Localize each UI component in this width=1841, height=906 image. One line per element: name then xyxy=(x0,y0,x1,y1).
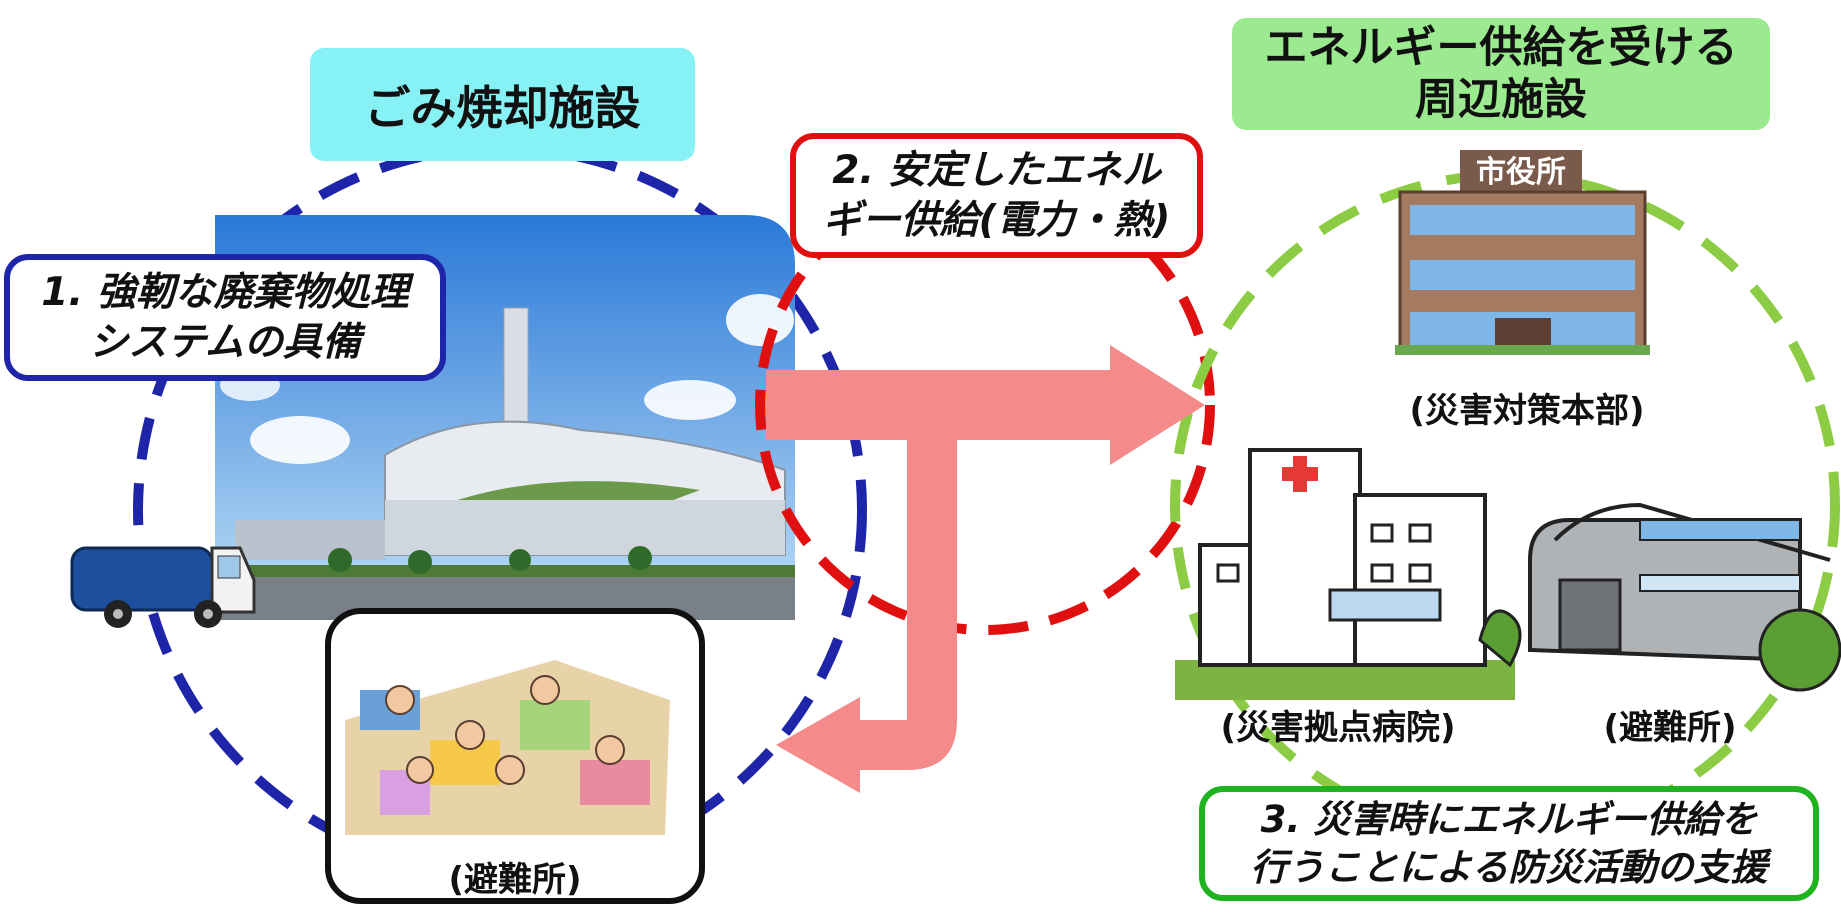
point-3-label: 3. 災害時にエネルギー供給を 行うことによる防災活動の支援 xyxy=(1199,786,1819,901)
shelter-right-caption: (避難所) xyxy=(1603,708,1737,748)
surrounding-facilities-circle xyxy=(1170,170,1840,840)
point-2-label: 2. 安定したエネル ギー供給(電力・熱) xyxy=(790,133,1203,258)
energy-arrow xyxy=(766,345,1205,793)
surrounding-facilities-title: エネルギー供給を受ける 周辺施設 xyxy=(1232,18,1770,130)
city-hall-sign: 市役所 xyxy=(1476,155,1566,190)
point-1-label: 1. 強靭な廃棄物処理 システムの具備 xyxy=(4,254,446,381)
city-hall-icon xyxy=(1395,150,1650,355)
garbage-truck-icon xyxy=(70,546,256,628)
disaster-hq-caption: (災害対策本部) xyxy=(1409,391,1645,431)
shelter-left-caption: (避難所) xyxy=(448,860,582,900)
hospital-icon xyxy=(1175,448,1522,700)
gymnasium-icon xyxy=(1528,502,1841,692)
incinerator-image xyxy=(215,215,795,620)
hospital-caption: (災害拠点病院) xyxy=(1220,708,1456,748)
incinerator-title: ごみ焼却施設 xyxy=(310,48,695,161)
